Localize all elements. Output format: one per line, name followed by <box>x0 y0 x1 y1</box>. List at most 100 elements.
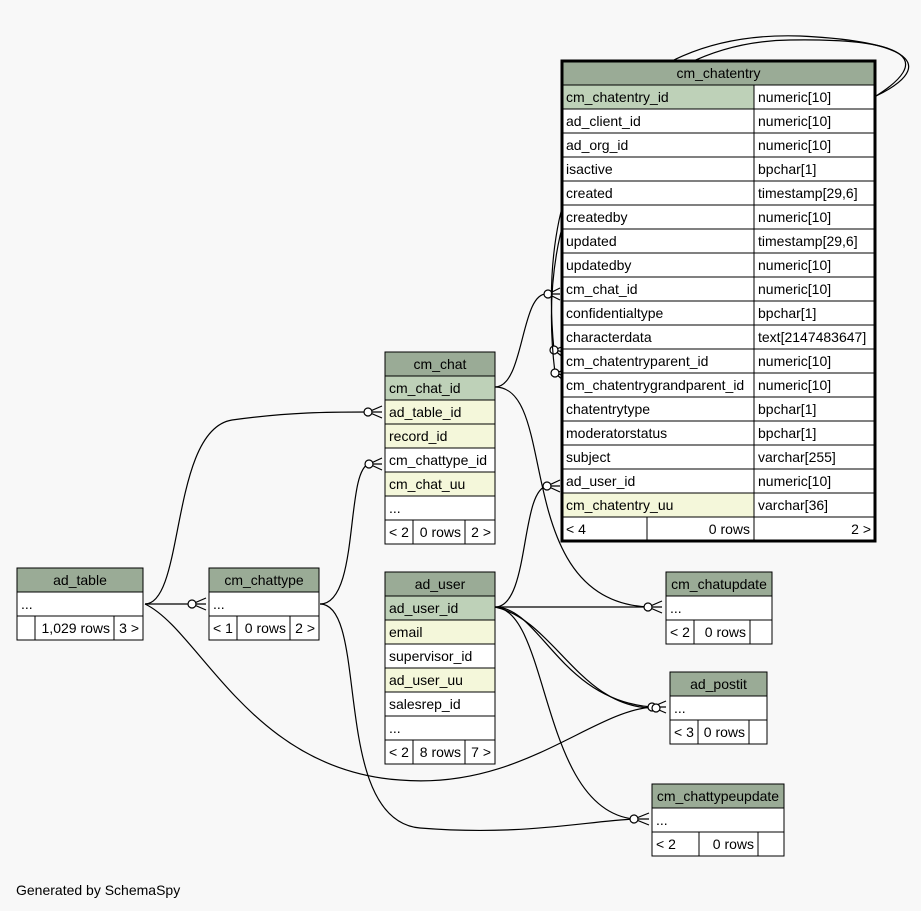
edge-end-circle <box>643 602 653 612</box>
footer-parents: < 4 <box>566 521 586 537</box>
column-row <box>561 204 755 230</box>
edge-end-circle <box>550 368 560 378</box>
column-row <box>561 372 755 398</box>
table-footer <box>561 516 876 542</box>
column-type-cell <box>753 180 876 206</box>
footer-children: 2 > <box>471 524 491 540</box>
table-header <box>384 571 496 597</box>
table-footer <box>651 831 785 857</box>
footer-children: 3 > <box>119 620 139 636</box>
edge-end-circle <box>542 481 552 491</box>
footer-rows: 0 rows <box>713 836 754 852</box>
table-title: cm_chatupdate <box>671 576 767 592</box>
edge-end-circle <box>364 459 374 469</box>
table-title: ad_table <box>53 572 107 588</box>
column-name: moderatorstatus <box>566 425 667 441</box>
table-header <box>665 571 773 597</box>
footer-children: 2 > <box>295 620 315 636</box>
table-title: cm_chattypeupdate <box>657 788 779 804</box>
column-row <box>384 595 496 621</box>
column-row <box>651 807 785 833</box>
column-name: cm_chatentry_uu <box>566 497 673 513</box>
edge-chat-chattype <box>319 457 383 605</box>
column-type: numeric[10] <box>758 113 831 129</box>
column-type-cell <box>753 228 876 254</box>
generated-by-footer: Generated by SchemaSpy <box>16 882 180 898</box>
column-type: numeric[10] <box>758 209 831 225</box>
column-name: supervisor_id <box>389 648 472 664</box>
column-row <box>384 495 496 521</box>
column-type: bpchar[1] <box>758 425 816 441</box>
edge-end-circle <box>651 703 661 713</box>
column-type-cell <box>753 300 876 326</box>
column-name: ... <box>389 720 401 736</box>
column-type: numeric[10] <box>758 353 831 369</box>
footer-parents: < 2 <box>656 836 676 852</box>
column-name: ... <box>21 596 33 612</box>
column-name: cm_chat_id <box>389 380 461 396</box>
table-footer <box>665 619 773 645</box>
table-ad-table[interactable]: ad_table... 1,029 rows 3 > <box>16 567 144 641</box>
column-name: ad_table_id <box>389 404 461 420</box>
column-name: subject <box>566 449 610 465</box>
edge-chatentry-user <box>494 479 561 608</box>
footer-rows: 0 rows <box>245 620 286 636</box>
column-row <box>561 252 755 278</box>
table-footer <box>669 719 768 745</box>
column-row <box>669 695 768 721</box>
column-name: updated <box>566 233 617 249</box>
column-type-cell <box>753 324 876 350</box>
table-header <box>384 351 496 377</box>
table-title: cm_chattype <box>224 572 304 588</box>
column-type: numeric[10] <box>758 473 831 489</box>
edge-end-circle <box>363 407 373 417</box>
table-title: cm_chat <box>414 356 467 372</box>
column-type: timestamp[29,6] <box>758 233 858 249</box>
footer-parents: < 3 <box>674 724 694 740</box>
column-name: salesrep_id <box>389 696 461 712</box>
footer-rows: 1,029 rows <box>42 620 110 636</box>
edge-end-circle <box>549 345 559 355</box>
footer-rows: 0 rows <box>420 524 461 540</box>
column-name: ad_user_id <box>389 600 458 616</box>
column-type: text[2147483647] <box>758 329 866 345</box>
column-name: cm_chatentryparent_id <box>566 353 708 369</box>
footer-children: 2 > <box>851 521 871 537</box>
column-type: bpchar[1] <box>758 161 816 177</box>
table-ad-user[interactable]: ad_userad_user_idemailsupervisor_idad_us… <box>384 571 496 765</box>
column-name: cm_chattype_id <box>389 452 487 468</box>
column-type-cell <box>753 348 876 374</box>
table-header <box>651 783 785 809</box>
column-name: characterdata <box>566 329 652 345</box>
footer-rows: 8 rows <box>420 744 461 760</box>
column-name: ad_client_id <box>566 113 641 129</box>
table-footer <box>16 615 144 641</box>
footer-rows: 0 rows <box>709 521 750 537</box>
column-name: cm_chat_uu <box>389 476 465 492</box>
column-name: confidentialtype <box>566 305 664 321</box>
column-type: bpchar[1] <box>758 401 816 417</box>
column-row <box>665 595 773 621</box>
table-title: ad_postit <box>690 676 747 692</box>
column-row <box>561 492 755 518</box>
column-name: record_id <box>389 428 447 444</box>
column-row <box>384 447 496 473</box>
column-name: created <box>566 185 613 201</box>
footer-rows: 0 rows <box>704 724 745 740</box>
table-footer <box>384 519 496 545</box>
column-name: ad_user_uu <box>389 672 463 688</box>
column-row <box>384 619 496 645</box>
column-type-cell <box>753 156 876 182</box>
column-name: ... <box>213 596 225 612</box>
edge-chatupdate-user <box>495 600 663 614</box>
edge-end-circle <box>187 599 197 609</box>
column-name: ad_user_id <box>566 473 635 489</box>
table-cm-chat[interactable]: cm_chat cm_chat_id ad_table_id record_id cm_… <box>384 351 496 545</box>
column-name: cm_chatentrygrandparent_id <box>566 377 744 393</box>
